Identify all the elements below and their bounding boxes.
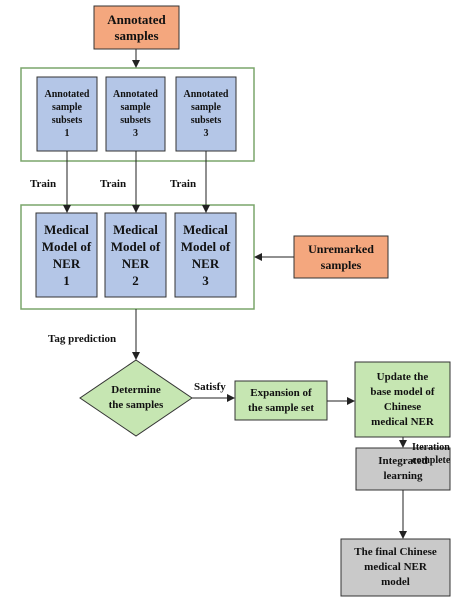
model-2-box: [104, 212, 167, 298]
train-3-label: Train: [170, 178, 197, 190]
final-model-label: The final Chinese medical NER model: [354, 546, 437, 588]
subset-2-label: Annotated sample subsets 3: [112, 89, 158, 139]
subset-3-label: Annotated sample subsets 3: [183, 89, 229, 139]
update-model-label: Update the base model of Chinese medical…: [370, 370, 435, 428]
annotated-samples-box: [93, 5, 180, 50]
final-model-box: [340, 538, 451, 597]
unremarked-samples-label: Unremarked samples: [308, 242, 374, 272]
determine-samples-diamond: [79, 359, 193, 437]
model-3-label: Medical Model of NER 3: [180, 222, 231, 288]
train-1-label: Train: [30, 178, 57, 190]
integrated-learning-label: Integrated learning: [378, 455, 428, 482]
subset-1-box: [36, 76, 98, 152]
model-2-label: Medical Model of NER 2: [110, 222, 161, 288]
unremarked-samples-box: [293, 235, 389, 279]
tag-prediction-label: Tag prediction: [48, 333, 117, 345]
update-model-box: [354, 361, 451, 438]
determine-samples-label: Determine the samples: [108, 384, 164, 411]
subset-3-box: [175, 76, 237, 152]
integrated-learning-box: [355, 447, 451, 491]
model-3-box: [174, 212, 237, 298]
annotated-samples-label: Annotated samples: [107, 11, 166, 43]
iteration-complete-label: Iteration complete: [412, 442, 451, 466]
train-2-label: Train: [100, 178, 127, 190]
model-1-box: [35, 212, 98, 298]
model-1-label: Medical Model of NER 1: [41, 222, 92, 288]
expansion-label: Expansion of the sample set: [248, 386, 314, 414]
subset-1-label: Annotated sample subsets 1: [44, 89, 90, 139]
satisfy-label: Satisfy: [194, 381, 226, 393]
